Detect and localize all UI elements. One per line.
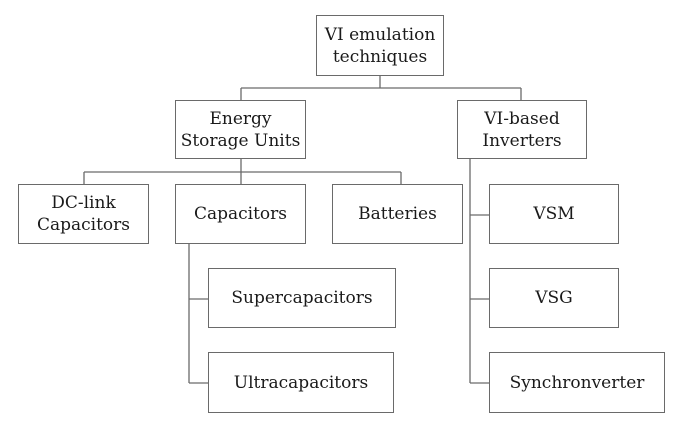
- node-batteries: Batteries: [332, 184, 463, 244]
- node-label: Supercapacitors: [231, 288, 373, 308]
- node-label: VSM: [533, 204, 575, 224]
- node-label: VI emulation techniques: [324, 24, 436, 67]
- node-label: VSG: [535, 288, 573, 308]
- node-capacitors: Capacitors: [175, 184, 306, 244]
- node-vsm: VSM: [489, 184, 619, 244]
- node-energy-storage-units: Energy Storage Units: [175, 100, 306, 159]
- node-label: Ultracapacitors: [233, 372, 369, 393]
- node-ultracapacitors: Ultracapacitors: [208, 352, 394, 413]
- node-vi-emulation-techniques: VI emulation techniques: [316, 15, 444, 76]
- node-supercapacitors: Supercapacitors: [208, 268, 396, 328]
- node-synchronverter: Synchronverter: [489, 352, 665, 413]
- node-label: Batteries: [358, 204, 437, 224]
- node-vi-based-inverters: VI-based Inverters: [457, 100, 587, 159]
- node-label: VI-based Inverters: [482, 108, 562, 151]
- node-dc-link-capacitors: DC-link Capacitors: [18, 184, 149, 244]
- node-label: Synchronverter: [509, 372, 645, 393]
- node-label: Capacitors: [193, 204, 288, 224]
- node-label: DC-link Capacitors: [36, 193, 131, 235]
- node-vsg: VSG: [489, 268, 619, 328]
- node-label: Energy Storage Units: [180, 108, 301, 151]
